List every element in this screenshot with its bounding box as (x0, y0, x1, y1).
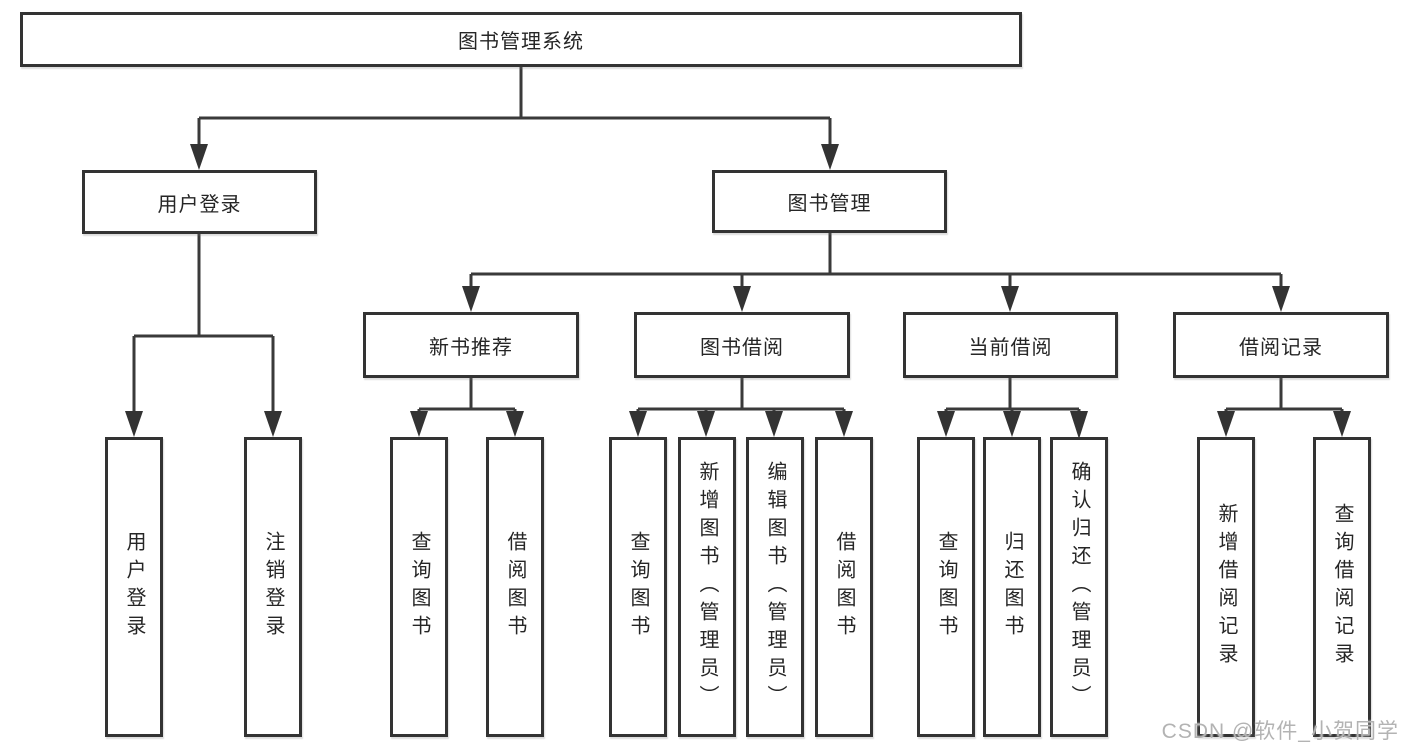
node-book-borrowing-label: 图书借阅 (700, 336, 784, 359)
leaf-borrow-query-books: 查询图书 (609, 437, 667, 737)
leaf-current-confirm-return-admin-label: 确认归还（管理员） (1068, 461, 1090, 713)
leaf-borrow-add-books-admin-label: 新增图书（管理员） (696, 461, 718, 713)
watermark: CSDN @软件_小贺同学 (1161, 720, 1399, 743)
node-new-book-recommend-label: 新书推荐 (429, 336, 513, 359)
leaf-logout-label: 注销登录 (262, 531, 284, 643)
leaf-newrec-borrow-books: 借阅图书 (486, 437, 544, 737)
leaf-logout: 注销登录 (244, 437, 302, 737)
leaf-records-query-record-label: 查询借阅记录 (1331, 503, 1353, 671)
leaf-current-return-books-label: 归还图书 (1001, 531, 1023, 643)
leaf-borrow-borrow-books: 借阅图书 (815, 437, 873, 737)
leaf-records-add-record: 新增借阅记录 (1197, 437, 1255, 737)
leaf-borrow-add-books-admin: 新增图书（管理员） (678, 437, 736, 737)
leaf-user-login-label: 用户登录 (123, 531, 145, 643)
leaf-records-query-record: 查询借阅记录 (1313, 437, 1371, 737)
leaf-current-confirm-return-admin: 确认归还（管理员） (1050, 437, 1108, 737)
leaf-current-query-books: 查询图书 (917, 437, 975, 737)
node-user-login-label: 用户登录 (157, 193, 242, 216)
leaf-user-login: 用户登录 (105, 437, 163, 737)
leaf-current-return-books: 归还图书 (983, 437, 1041, 737)
node-user-login: 用户登录 (82, 170, 317, 234)
node-root-system: 图书管理系统 (20, 12, 1022, 67)
leaf-records-add-record-label: 新增借阅记录 (1215, 503, 1237, 671)
node-root-label: 图书管理系统 (458, 31, 584, 53)
leaf-borrow-borrow-books-label: 借阅图书 (833, 531, 855, 643)
node-borrowing-records: 借阅记录 (1173, 312, 1389, 378)
leaf-borrow-edit-books-admin: 编辑图书（管理员） (746, 437, 804, 737)
leaf-borrow-query-books-label: 查询图书 (627, 531, 649, 643)
leaf-newrec-query-books: 查询图书 (390, 437, 448, 737)
node-borrowing-records-label: 借阅记录 (1239, 336, 1323, 359)
node-new-book-recommend: 新书推荐 (363, 312, 579, 378)
node-current-borrowing: 当前借阅 (903, 312, 1118, 378)
leaf-current-query-books-label: 查询图书 (935, 531, 957, 643)
leaf-newrec-borrow-books-label: 借阅图书 (504, 531, 526, 643)
node-book-management: 图书管理 (712, 170, 947, 233)
node-book-borrowing: 图书借阅 (634, 312, 850, 378)
leaf-newrec-query-books-label: 查询图书 (408, 531, 430, 643)
node-book-management-label: 图书管理 (787, 193, 872, 215)
leaf-borrow-edit-books-admin-label: 编辑图书（管理员） (764, 461, 786, 713)
node-current-borrowing-label: 当前借阅 (968, 336, 1053, 359)
